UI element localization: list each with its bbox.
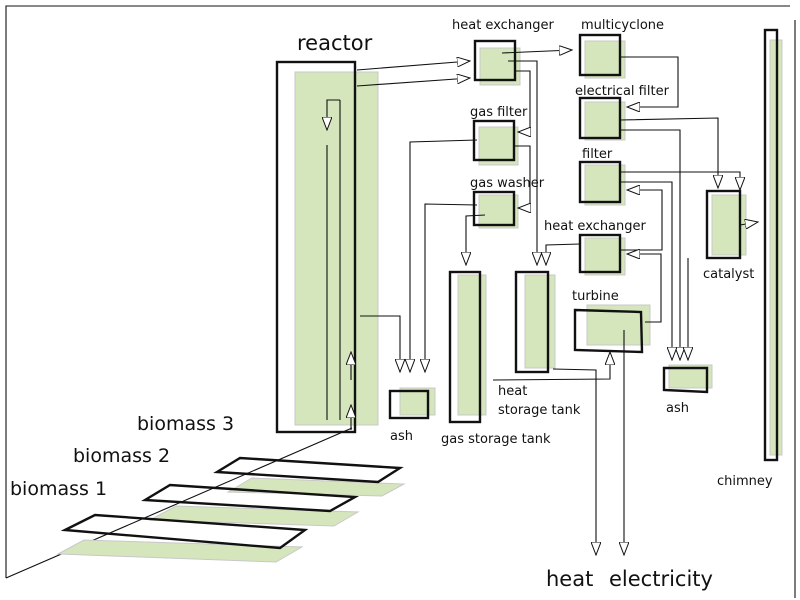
label-heat-storage-tank-1: heat	[498, 384, 527, 399]
label-electricity-output: electricity	[609, 567, 713, 591]
label-gas-storage-tank: gas storage tank	[441, 432, 551, 447]
flow-lines	[356, 50, 758, 555]
label-biomass-2: biomass 2	[73, 445, 170, 467]
ash-1	[388, 387, 436, 420]
label-heat-exchanger-2: heat exchanger	[544, 219, 647, 234]
gas-washer	[472, 190, 519, 229]
label-ash-2: ash	[666, 401, 689, 416]
frame	[5, 5, 796, 598]
heat-exchanger-1	[473, 39, 521, 86]
ash-2	[662, 364, 713, 394]
chimney	[763, 28, 783, 462]
label-heat-exchanger-1: heat exchanger	[452, 18, 555, 33]
label-heat-output: heat	[546, 567, 593, 591]
label-biomass-1: biomass 1	[10, 478, 107, 500]
heat-exchanger-2	[578, 233, 626, 276]
label-multicyclone: multicyclone	[581, 18, 664, 33]
label-filter: filter	[582, 147, 613, 162]
biomass-2-slab	[141, 483, 360, 527]
label-heat-storage-tank-2: storage tank	[498, 403, 581, 418]
multicyclone	[578, 33, 626, 79]
electrical-filter	[578, 96, 626, 141]
heat-storage-tank	[514, 270, 556, 374]
gas-storage-tank	[448, 270, 487, 424]
label-ash-1: ash	[390, 429, 413, 444]
filter	[578, 160, 626, 206]
biomass-1-slab	[56, 513, 309, 563]
label-electrical-filter: electrical filter	[575, 84, 670, 99]
label-reactor: reactor	[297, 31, 373, 55]
label-biomass-3: biomass 3	[137, 413, 234, 435]
label-gas-washer: gas washer	[470, 176, 545, 191]
label-gas-filter: gas filter	[470, 105, 528, 120]
label-catalyst: catalyst	[703, 267, 754, 282]
label-turbine: turbine	[572, 289, 619, 304]
reactor	[275, 60, 379, 434]
label-chimney: chimney	[717, 474, 773, 489]
turbine	[573, 304, 651, 354]
gas-filter	[472, 119, 519, 166]
